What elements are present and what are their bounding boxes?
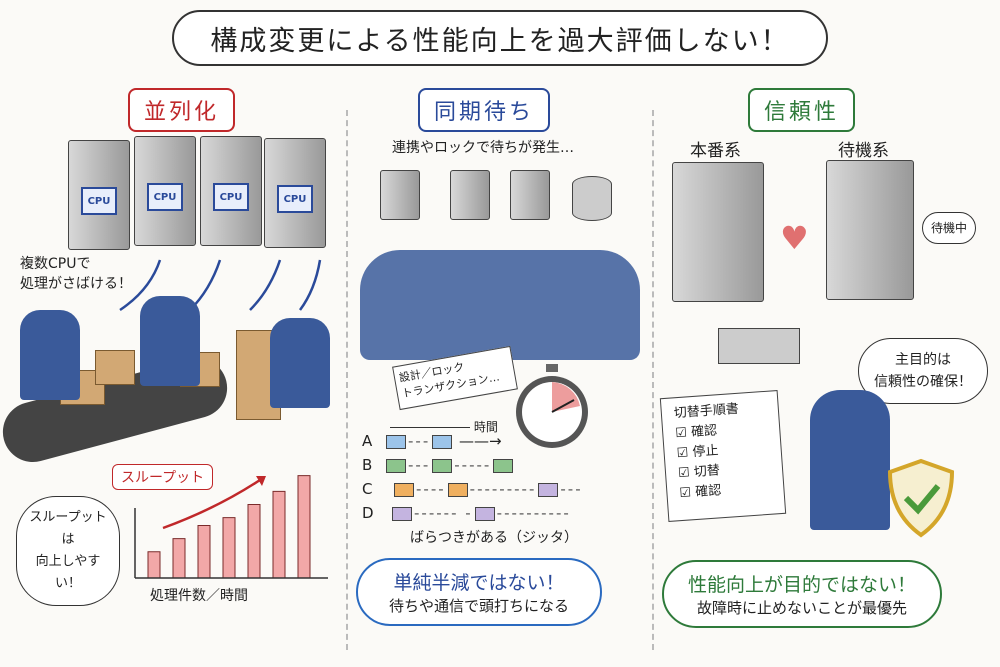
heading-reliability: 信頼性 <box>748 88 856 132</box>
cpu-chip-icon: CPU <box>147 183 183 211</box>
linked-servers-illustration <box>380 170 630 230</box>
worker-illustration <box>20 310 80 400</box>
time-axis: 時間 <box>390 418 498 435</box>
primary-server <box>672 162 764 302</box>
reliability-conclusion-cloud: 性能向上が目的ではない！ 故障時に止めないことが最優先 <box>662 560 942 628</box>
worker-illustration <box>270 318 330 408</box>
envelope-icon <box>447 482 468 497</box>
envelope-icon <box>386 458 406 473</box>
shield-check-icon <box>887 458 955 538</box>
server: CPU <box>134 136 196 246</box>
primary-label: 本番系 <box>690 141 741 161</box>
envelope-icon <box>538 482 559 497</box>
switchover-manual: 切替手順書 ☑ 確認 ☑ 停止 ☑ 切替 ☑ 確認 <box>659 390 787 522</box>
workers-meeting-illustration <box>360 250 640 360</box>
trend-arrowhead <box>256 476 266 486</box>
network-switch <box>718 328 800 364</box>
message-row-d: D------ ----------- <box>362 504 571 522</box>
divider <box>652 110 654 650</box>
standby-bubble: 待機中 <box>922 212 977 244</box>
message-row-c: C---------------- <box>362 480 583 498</box>
speech-bubble: 主目的は 信頼性の確保！ <box>858 338 988 404</box>
cpu-chip-icon: CPU <box>81 187 117 215</box>
envelope-icon <box>392 506 412 521</box>
divider <box>346 110 348 650</box>
heart-icon: ♥ <box>780 219 809 257</box>
bar <box>147 551 161 579</box>
sync-caption: 連携やロックで待ちが発生… <box>392 140 574 156</box>
envelope-icon <box>474 506 495 521</box>
cpu-chip-icon: CPU <box>213 183 249 211</box>
upward-arrows-icon <box>119 259 322 312</box>
jitter-caption: ばらつきがある（ジッタ） <box>410 530 578 546</box>
standby-label: 待機系 <box>838 141 889 161</box>
bar <box>272 490 286 579</box>
sync-conclusion-cloud: 単純半減ではない！ 待ちや通信で頭打ちになる <box>356 558 602 626</box>
bar <box>297 475 311 579</box>
standby-server <box>826 160 914 300</box>
throughput-bubble: スループットは 向上しやすい！ <box>16 496 120 606</box>
throughput-label: スループット <box>112 464 214 490</box>
time-label: 時間 <box>473 420 498 434</box>
cloud-sub: 待ちや通信で頭打ちになる <box>388 597 569 615</box>
bar <box>197 525 211 579</box>
message-row-a: A--- ——→ <box>362 432 502 450</box>
server: CPU <box>68 140 130 250</box>
database-icon <box>572 176 612 221</box>
heading-sync: 同期待ち <box>418 88 551 132</box>
throughput-bar-chart <box>134 475 328 579</box>
envelope-icon <box>432 434 453 449</box>
bar <box>172 538 186 579</box>
worker-illustration <box>810 390 890 530</box>
envelope-icon <box>394 482 414 497</box>
envelope-icon <box>386 434 406 449</box>
cloud-main: 単純半減ではない！ <box>393 572 565 594</box>
trend-arrow <box>162 476 264 530</box>
envelope-icon <box>493 458 514 473</box>
axis-label: 処理件数／時間 <box>150 588 248 604</box>
heading-parallel: 並列化 <box>128 88 236 132</box>
stopwatch-icon <box>516 364 588 448</box>
parallel-caption: 複数CPUで 処理がさばける！ <box>20 256 132 292</box>
server: CPU <box>200 136 262 246</box>
cloud-sub: 故障時に止めないことが最優先 <box>696 599 907 617</box>
cloud-main: 性能向上が目的ではない！ <box>687 574 916 596</box>
cpu-chip-icon: CPU <box>277 185 313 213</box>
bar <box>247 504 261 579</box>
page-title: 構成変更による性能向上を過大評価しない！ <box>172 10 828 66</box>
worker-illustration <box>140 296 200 386</box>
message-row-b: B-------- <box>362 456 515 474</box>
envelope-icon <box>432 458 453 473</box>
bar <box>222 517 236 579</box>
server: CPU <box>264 138 326 248</box>
